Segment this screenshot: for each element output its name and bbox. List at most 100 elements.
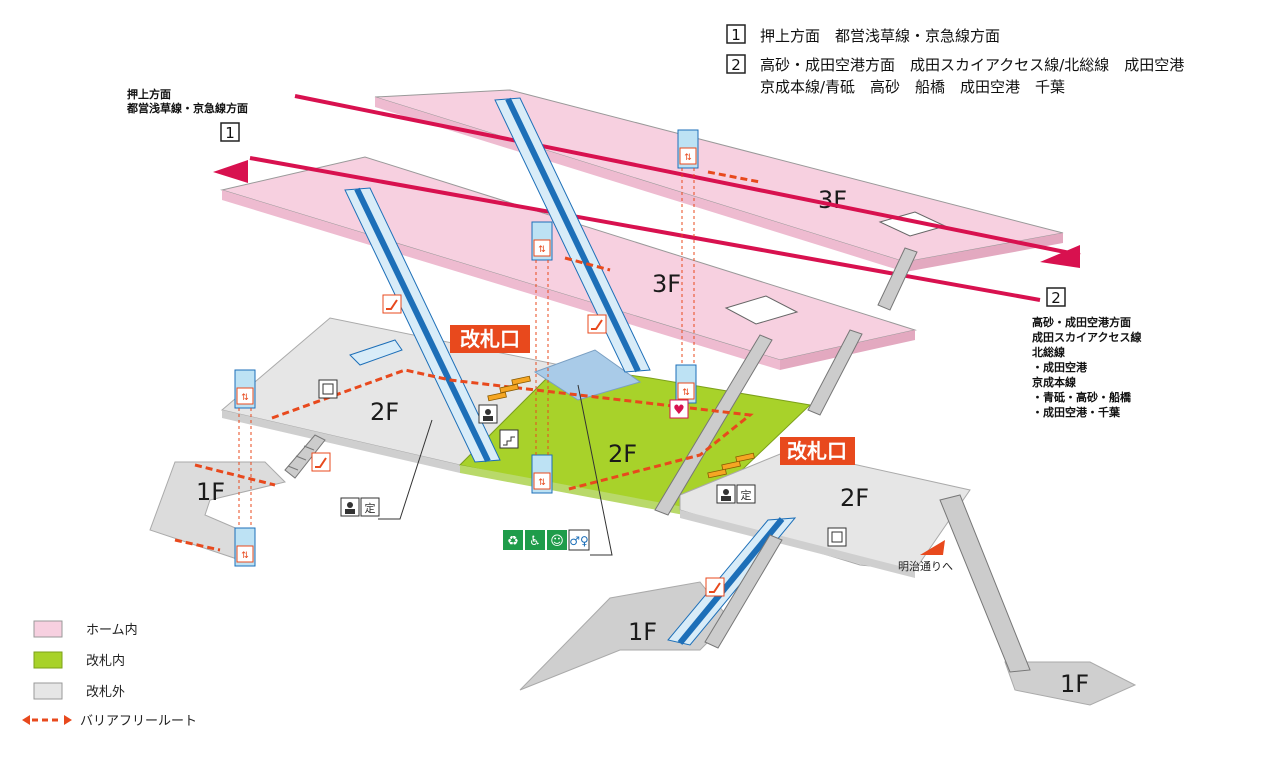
fare-adjustment-icon [478, 404, 498, 424]
svg-text:定: 定 [365, 501, 376, 515]
ticket-machine-icon [340, 497, 360, 517]
track-2-line [294, 94, 1081, 257]
track-1-label-line2: 都営浅草線・京急線方面 [126, 101, 248, 115]
svg-text:♥: ♥ [673, 403, 685, 418]
svg-text:⇅: ⇅ [538, 245, 546, 255]
track-2-label-num: 2 [1051, 289, 1061, 307]
stairs-right-1f [939, 494, 1031, 673]
track-2-badge-num: 2 [731, 56, 741, 74]
svg-text:⇅: ⇅ [538, 478, 546, 488]
escalator-icon [705, 577, 725, 597]
map-legend: ホーム内 改札内 改札外 バリアフリールート [22, 620, 197, 729]
track-1-label-line1: 押上方面 [127, 87, 171, 101]
ground-floor-areas: 1F 1F 1F [149, 461, 1137, 706]
svg-text:⇅: ⇅ [241, 551, 249, 561]
stairs-upper-3f [877, 247, 918, 311]
toilet-group: ♻ ♿ ☺ ♂♀ [503, 529, 590, 551]
multipurpose-toilet-icon: ☺ [550, 534, 564, 549]
fare-adjustment-icon: 定 [360, 497, 380, 517]
exit-label: 明治通りへ [898, 559, 953, 573]
wheelchair-icon: ♿ [529, 534, 541, 549]
track-2-label-line7: ・成田空港・千葉 [1032, 405, 1121, 419]
ticket-gate-left: 改札口 [450, 325, 531, 402]
tracks [213, 94, 1081, 302]
track-2-label-line4: ・成田空港 [1032, 360, 1088, 374]
escalator-icon [382, 294, 402, 314]
floor-label-2f-right: 2F [840, 484, 869, 512]
track-2-label-line5: 京成本線 [1032, 375, 1076, 389]
coin-locker-icon [827, 527, 847, 547]
facility-icons: ♥ 定 定 ♻ ♿ ☺ ♂♀ [318, 379, 847, 551]
stairs-left-1f [284, 434, 326, 479]
elevator-icon: ⇅ [531, 221, 553, 261]
fare-adjustment-icon: 定 [736, 484, 756, 504]
floor-label-2f-center: 2F [608, 440, 637, 468]
legend-label-outside-gate: 改札外 [86, 685, 125, 700]
svg-text:⇅: ⇅ [684, 153, 692, 163]
elevator-icon: ⇅ [234, 369, 256, 409]
svg-text:定: 定 [741, 488, 752, 502]
legend-label-inside-gate: 改札内 [86, 653, 125, 669]
toilet-icon: ♂♀ [569, 534, 589, 548]
destination-legend: 1 押上方面 都営浅草線・京急線方面 2 高砂・成田空港方面 成田スカイアクセス… [726, 24, 1184, 96]
elevator-icon: ⇅ [531, 454, 553, 494]
floor-label-3f-lower: 3F [652, 270, 681, 298]
track-2-label-line6: ・青砥・高砂・船橋 [1032, 390, 1132, 404]
track-2-label: 2 高砂・成田空港方面 成田スカイアクセス線 北総線 ・成田空港 京成本線 ・青… [1032, 287, 1141, 419]
legend-swatch-platform [33, 620, 63, 638]
ticket-machine-icon [716, 484, 736, 504]
track-1-badge [726, 24, 746, 44]
legend-label-barrier-free: バリアフリールート [80, 714, 197, 729]
barrier-free-route [174, 170, 761, 552]
elevator-icon: ⇅ [675, 364, 697, 404]
escalator-icon [587, 314, 607, 334]
escalator-left-2f [349, 339, 403, 366]
ticket-gate-right: 改札口 [707, 437, 855, 479]
svg-text:⇅: ⇅ [682, 388, 690, 398]
legend-barrier-free-symbol [22, 715, 72, 725]
floor-label-2f-left: 2F [370, 398, 399, 426]
baby-icon: ♻ [507, 534, 519, 549]
track-1-line [249, 156, 1041, 302]
destination-2-text: 高砂・成田空港方面 成田スカイアクセス線/北総線 成田空港 [760, 56, 1184, 74]
floor-label-1f-right: 1F [1060, 670, 1089, 698]
track-1-label: 押上方面 都営浅草線・京急線方面 1 [126, 87, 248, 142]
stairs-mid-1f [704, 534, 783, 649]
svg-text:⇅: ⇅ [241, 393, 249, 403]
stairs-right-3f [807, 329, 863, 416]
floor-label-1f-left: 1F [196, 478, 225, 506]
legend-label-platform: ホーム内 [86, 622, 138, 638]
concourse-2f: 2F 2F 2F [220, 317, 971, 578]
elevators: ⇅ ⇅ ⇅ ⇅ ⇅ ⇅ [234, 129, 699, 567]
track-2-badge [726, 54, 746, 74]
track-1-direction-arrow [213, 160, 248, 183]
track-2-label-line1: 高砂・成田空港方面 [1032, 315, 1131, 329]
escalator-signs [311, 294, 725, 597]
track-2-direction-arrow [1040, 245, 1080, 268]
gate-label-right: 改札口 [787, 439, 847, 463]
destination-2-text-line2: 京成本線/青砥 高砂 船橋 成田空港 千葉 [760, 78, 1065, 96]
legend-swatch-outside-gate [33, 682, 63, 700]
aed-icon: ♥ [669, 399, 689, 419]
floor-label-3f-upper: 3F [818, 186, 847, 214]
elevator-icon: ⇅ [677, 129, 699, 169]
stairs-center-3f [654, 334, 773, 516]
leader-lines [378, 384, 613, 556]
track-2-label-line2: 成田スカイアクセス線 [1032, 330, 1141, 344]
track-1-badge-num: 1 [731, 26, 741, 44]
coin-locker-icon [318, 379, 338, 399]
elevator-icon: ⇅ [234, 527, 256, 567]
gate-label-left: 改札口 [460, 327, 520, 351]
destination-1-text: 押上方面 都営浅草線・京急線方面 [760, 27, 1000, 45]
floor-label-1f-mid: 1F [628, 618, 657, 646]
stairwell-void [533, 349, 642, 401]
track-2-label-line3: 北総線 [1032, 345, 1065, 359]
stairs [284, 247, 1031, 673]
platform-opening [724, 295, 799, 325]
escalator-icon [311, 452, 331, 472]
stairs-icon [499, 429, 519, 449]
legend-swatch-inside-gate [33, 651, 63, 669]
track-1-label-num: 1 [225, 124, 235, 142]
exit-to-meiji-dori: 明治通りへ [898, 540, 953, 573]
